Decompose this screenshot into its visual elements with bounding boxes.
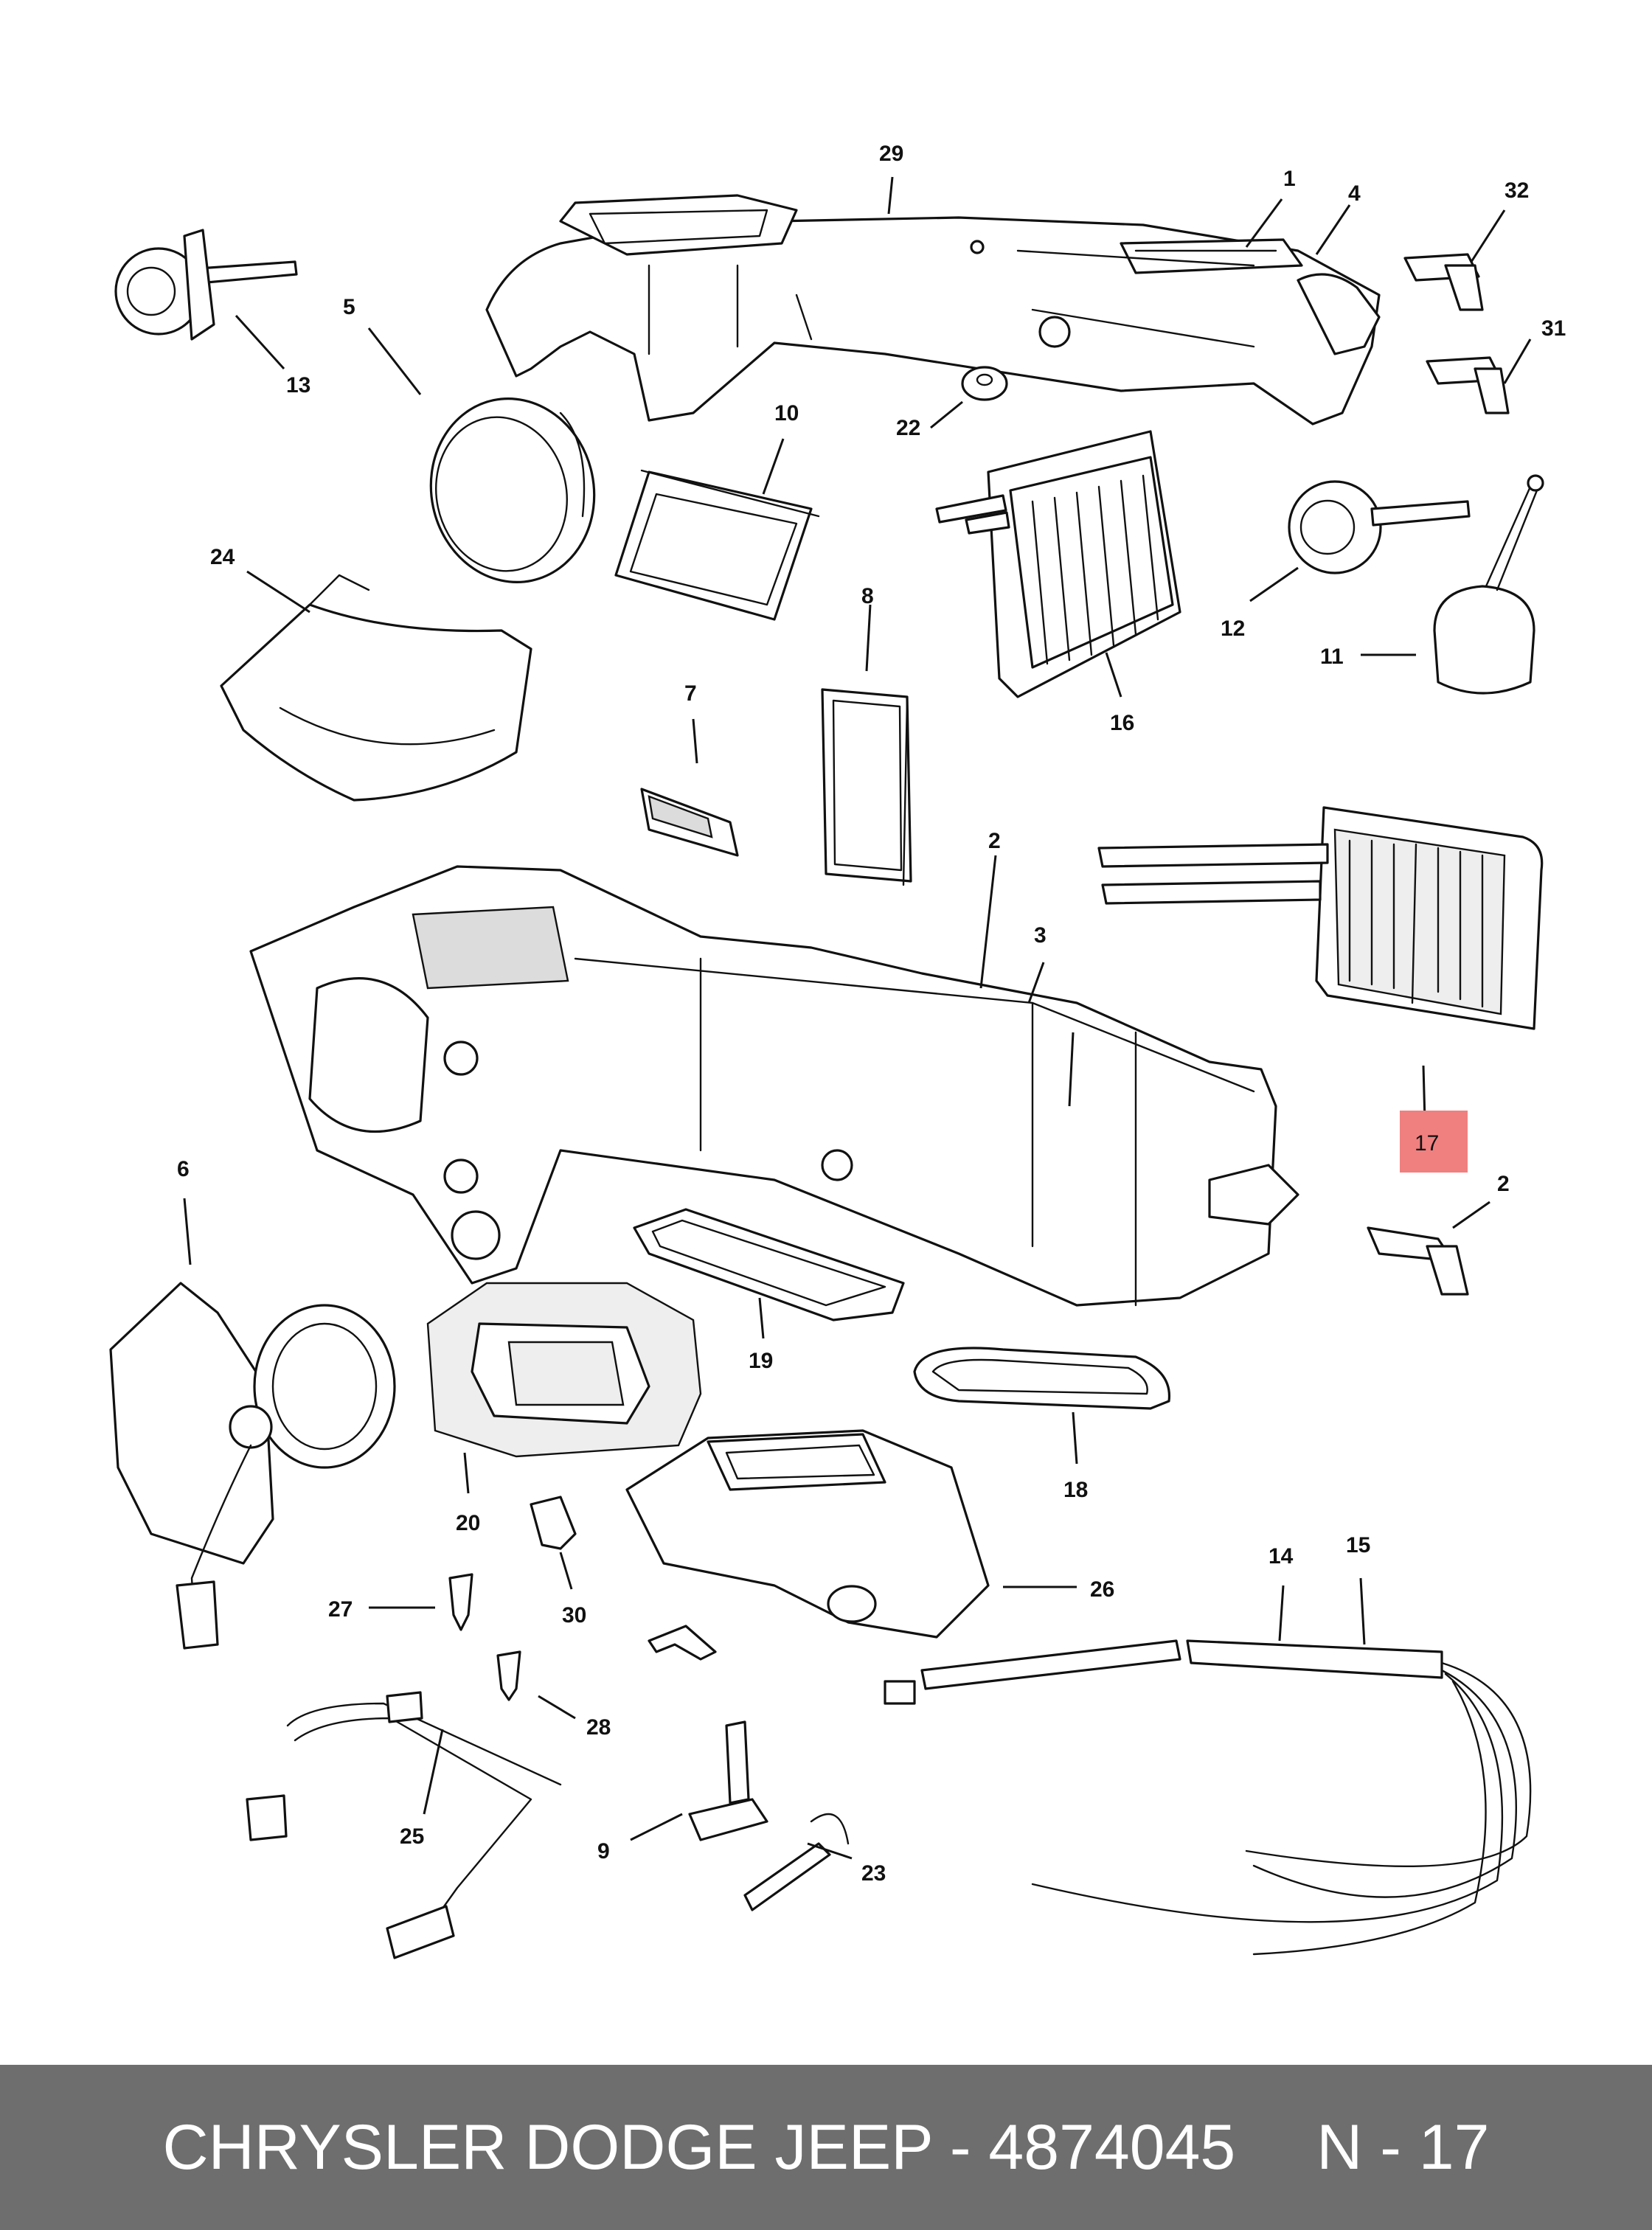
part-blower-motor-6 xyxy=(109,1282,396,1650)
part-gasket-18 xyxy=(913,1347,1171,1410)
callout-labels: 29 1 4 32 31 13 5 10 22 24 8 12 11 16 7 … xyxy=(177,142,1566,1886)
callout-10: 10 xyxy=(774,401,799,425)
part-fitting-2 xyxy=(1367,1226,1469,1296)
part-door-10 xyxy=(614,469,820,621)
footer-bar: CHRYSLER DODGE JEEP - 4874045 N - 17 xyxy=(0,2065,1652,2230)
callout-14: 14 xyxy=(1268,1544,1294,1569)
callout-28: 28 xyxy=(586,1715,611,1740)
callout-3: 3 xyxy=(1034,923,1047,948)
parts-diagram: 29 1 4 32 31 13 5 10 22 24 8 12 11 16 7 … xyxy=(109,142,1566,1959)
callout-5: 5 xyxy=(343,295,355,319)
callout-17: 17 xyxy=(1415,1131,1439,1156)
callout-8: 8 xyxy=(861,584,874,608)
callout-31: 31 xyxy=(1541,316,1566,341)
part-switch-9 xyxy=(688,1720,768,1841)
part-actuator-12 xyxy=(1288,480,1471,574)
callout-27: 27 xyxy=(328,1597,353,1622)
part-resistor-7 xyxy=(640,788,739,857)
callout-12: 12 xyxy=(1221,616,1245,641)
callout-29: 29 xyxy=(879,142,903,166)
part-bracket-30 xyxy=(530,1496,577,1550)
callout-16: 16 xyxy=(1110,711,1134,735)
part-screws-27-28 xyxy=(448,1573,521,1701)
callout-15: 15 xyxy=(1346,1533,1370,1557)
callout-19: 19 xyxy=(749,1349,773,1373)
part-heater-core-17 xyxy=(1097,806,1544,1030)
part-seal-20 xyxy=(426,1282,702,1458)
callout-24: 24 xyxy=(210,545,235,569)
callout-32: 32 xyxy=(1504,178,1529,203)
callout-4: 4 xyxy=(1348,181,1361,206)
callout-22: 22 xyxy=(896,416,920,440)
callout-6: 6 xyxy=(177,1157,190,1181)
callout-1: 1 xyxy=(1283,167,1296,191)
part-hvac-housing-2-3 xyxy=(249,865,1299,1307)
part-vacuum-actuator-13 xyxy=(114,229,298,341)
callout-2-housing: 2 xyxy=(988,829,1001,853)
part-shroud-24 xyxy=(220,574,532,802)
part-upper-duct-housing xyxy=(485,194,1381,425)
part-gasket-8 xyxy=(821,688,912,886)
part-fittings-31-32 xyxy=(1403,253,1510,414)
highlight-box xyxy=(1400,1111,1468,1173)
leader-lines xyxy=(183,176,1532,1860)
brand-part-number: CHRYSLER DODGE JEEP - 4874045 xyxy=(162,2111,1236,2183)
callout-9: 9 xyxy=(597,1839,610,1863)
highlight-callout-17: 17 xyxy=(1400,1111,1468,1173)
part-ring-seal-5 xyxy=(429,397,596,583)
callout-23: 23 xyxy=(861,1861,886,1886)
callout-11: 11 xyxy=(1320,645,1344,669)
part-heater-core-16 xyxy=(935,430,1181,698)
part-actuator-11 xyxy=(1433,474,1544,695)
callout-7: 7 xyxy=(684,681,697,706)
part-strap-23 xyxy=(743,1813,850,1911)
part-gasket-19 xyxy=(633,1208,905,1321)
footer-text: CHRYSLER DODGE JEEP - 4874045 N - 17 xyxy=(0,2065,1652,2230)
callout-20: 20 xyxy=(456,1511,480,1535)
callout-30: 30 xyxy=(562,1603,586,1628)
callout-18: 18 xyxy=(1063,1478,1088,1502)
part-duct-26 xyxy=(625,1429,990,1639)
callout-26: 26 xyxy=(1090,1577,1114,1602)
part-clip xyxy=(648,1625,717,1661)
part-wire-harness-25 xyxy=(246,1691,562,1959)
callout-2-fitting: 2 xyxy=(1497,1172,1510,1196)
part-grommet-22 xyxy=(961,366,1008,401)
reference-number: N - 17 xyxy=(1316,2111,1490,2183)
callout-13: 13 xyxy=(286,373,310,397)
callout-25: 25 xyxy=(400,1824,424,1849)
part-cable-14-15 xyxy=(884,1639,1532,1956)
